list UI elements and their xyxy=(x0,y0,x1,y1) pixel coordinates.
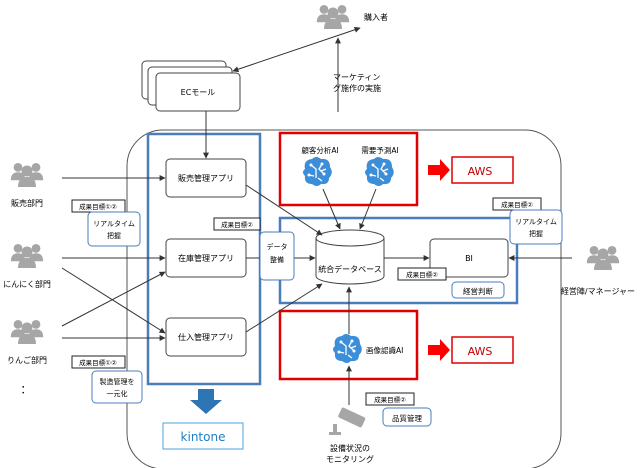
target-tag-12-b: 成果目標①② xyxy=(71,355,126,369)
aws-bottom-box xyxy=(451,336,514,364)
target-tag-2-c: 成果目標② xyxy=(397,267,447,281)
kintone-box xyxy=(162,422,244,450)
garlic-dept-icon xyxy=(11,244,43,268)
target-tag-2-a: 成果目標② xyxy=(213,217,261,231)
svg-text:成果目標②: 成果目標② xyxy=(374,395,406,404)
kintone-down-arrow-icon xyxy=(190,389,222,414)
ec-mall-label: ECモール xyxy=(181,88,216,97)
svg-text:把握: 把握 xyxy=(529,229,543,238)
integrated-db-node: 統合データベース xyxy=(315,229,385,285)
svg-text:品質管理: 品質管理 xyxy=(392,413,422,423)
svg-text:一元化: 一元化 xyxy=(107,389,128,398)
monitoring-label-1: 設備状況の xyxy=(330,443,370,453)
management-icon xyxy=(587,246,619,270)
target-tag-2-b: 成果目標② xyxy=(492,197,542,211)
svg-text:経営判断: 経営判断 xyxy=(463,286,493,296)
realtime-note-left: リアルタイム 把握 xyxy=(87,211,141,247)
integrated-db-label: 統合データベース xyxy=(318,264,382,274)
svg-text:成果目標②: 成果目標② xyxy=(221,220,253,229)
svg-text:製造管理を: 製造管理を xyxy=(100,377,135,386)
realtime-note-right: リアルタイム 把握 xyxy=(509,209,563,245)
marketing-label-1: マーケティン xyxy=(333,73,380,82)
inventory-app-label: 在庫管理アプリ xyxy=(178,253,234,263)
sales-app-node xyxy=(165,158,247,198)
demand-ai-label: 需要予測AI xyxy=(361,145,398,155)
apple-dept-icon xyxy=(11,320,43,344)
aws-bottom-arrow-icon xyxy=(428,339,450,361)
garlic-dept-label: にんにく部門 xyxy=(3,279,51,289)
kintone-label: kintone xyxy=(181,430,226,444)
aws-top-label: AWS xyxy=(468,165,493,178)
management-label: 経営陣/マネージャー xyxy=(561,286,635,296)
ec-mall-node: ECモール xyxy=(141,60,241,112)
bi-node xyxy=(429,238,509,278)
quality-mgmt-note: 品質管理 xyxy=(382,407,432,427)
more-depts-ellipsis: ： xyxy=(21,383,32,396)
svg-text:成果目標①②: 成果目標①② xyxy=(79,202,117,211)
svg-text:データ: データ xyxy=(267,242,288,251)
svg-text:整備: 整備 xyxy=(270,255,284,264)
monitoring-label-2: モニタリング xyxy=(326,454,374,464)
target-tag-12-a: 成果目標①② xyxy=(71,199,126,213)
svg-text:把握: 把握 xyxy=(107,231,121,240)
customer-ai-brain-icon xyxy=(302,156,333,187)
system-boundary xyxy=(126,129,562,468)
demand-ai-brain-icon xyxy=(364,156,395,187)
sales-app-label: 販売管理アプリ xyxy=(178,173,234,183)
sales-dept-icon xyxy=(11,163,43,187)
camera-icon xyxy=(329,407,366,435)
analysis-ai-frame xyxy=(278,131,419,207)
image-ai-label: 画像認識AI xyxy=(366,345,403,355)
svg-text:成果目標①②: 成果目標①② xyxy=(79,358,117,367)
data-organize-note: データ 整備 xyxy=(259,231,295,281)
sales-dept-label: 販売部門 xyxy=(11,198,43,208)
buyer-icon xyxy=(317,5,349,29)
bi-label: BI xyxy=(465,254,473,263)
image-ai-brain-icon xyxy=(332,333,363,364)
svg-text:成果目標②: 成果目標② xyxy=(501,200,533,209)
apple-dept-label: りんご部門 xyxy=(7,355,47,365)
customer-ai-label: 顧客分析AI xyxy=(301,145,338,155)
svg-text:リアルタイム: リアルタイム xyxy=(515,217,557,226)
aws-top-arrow-icon xyxy=(428,159,450,181)
marketing-label-2: グ施作の実施 xyxy=(333,83,381,93)
buyer-label: 購入者 xyxy=(364,12,388,22)
mfg-unify-note: 製造管理を 一元化 xyxy=(91,370,143,404)
svg-text:成果目標②: 成果目標② xyxy=(406,270,438,279)
target-tag-2-d: 成果目標② xyxy=(365,392,415,406)
purchase-app-label: 仕入管理アプリ xyxy=(178,332,234,342)
mgmt-judgment-note: 経営判断 xyxy=(451,281,505,299)
svg-text:リアルタイム: リアルタイム xyxy=(93,219,135,228)
aws-top-box xyxy=(451,156,514,184)
aws-bottom-label: AWS xyxy=(468,345,493,358)
purchase-app-node xyxy=(165,317,247,357)
